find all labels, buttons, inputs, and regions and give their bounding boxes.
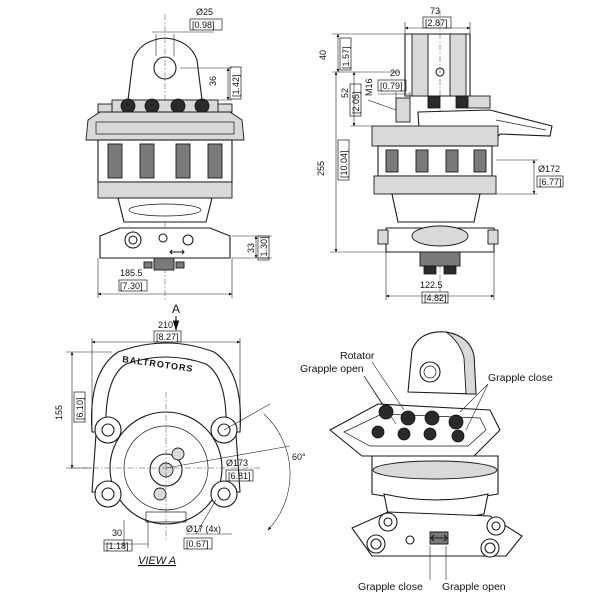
dim-h36-mm: 36 [208, 76, 218, 86]
dim-w73-in: [2.87] [425, 18, 448, 28]
iso-view: Rotator Grapple open Grapple close Grapp… [300, 331, 553, 593]
front-neck [117, 197, 213, 223]
callout-grapple-open-bottom: Grapple open [442, 581, 506, 593]
dim-w122-mm: 122.5 [420, 280, 443, 290]
dim-w185-in: [7.30] [120, 281, 143, 291]
dim-h155-mm: 155 [54, 405, 64, 420]
dim-h52-mm: 52 [340, 88, 350, 98]
dim-h40-in: [1.57] [341, 46, 351, 69]
callout-rotator: Rotator [340, 350, 375, 362]
dim-h52-in: [2.05] [351, 91, 361, 114]
callout-grapple-close-top: Grapple close [488, 372, 553, 384]
section-marker-a: A [172, 302, 180, 316]
dim-w185-mm: 185.5 [120, 268, 143, 278]
dim-dia17-mm: Ø17 (4x) [186, 524, 221, 534]
dim-h255-in: [10.04] [339, 150, 349, 178]
dim-h33-mm: 33 [246, 243, 256, 253]
dim-dia17-in: [0.67] [186, 539, 209, 549]
dim-w30-in: [1.18] [106, 541, 129, 551]
dim-dia25-mm: Ø25 [196, 7, 213, 17]
dim-h36-in: [1.42] [231, 74, 241, 97]
callout-grapple-open-top: Grapple open [300, 363, 364, 375]
front-view: Ø25 [0.98] 36 [1.42] 33 [1.30] 185.5 [7.… [85, 7, 272, 300]
front-top-cover [85, 111, 245, 141]
dim-w73-mm: 73 [430, 6, 440, 16]
dim-h155-in: [6.10] [75, 397, 85, 420]
dim-w20-mm: 20 [390, 68, 400, 78]
view-a: A BALTROTORS 210 [8.27] [54, 302, 306, 567]
view-a-label: VIEW A [138, 555, 176, 567]
dim-w20-in: [0.79] [380, 81, 403, 91]
iso-fittings [371, 404, 465, 443]
dim-w210-in: [8.27] [156, 332, 179, 342]
dim-dia25-in: [0.98] [192, 20, 215, 30]
dim-dia172-in: [6.77] [539, 177, 562, 187]
dim-w30-mm: 30 [112, 528, 122, 538]
dim-h40-mm: 40 [318, 50, 328, 60]
dim-dia173-mm: Ø173 [226, 458, 248, 468]
dim-w122-in: [4.82] [424, 293, 447, 303]
callout-grapple-close-bottom: Grapple close [358, 581, 423, 593]
dim-dia173-in: [6.81] [228, 471, 251, 481]
side-view: 73 [2.87] 40 [1.57] 52 [2.05] M16 20 [0.… [316, 6, 564, 304]
dim-h33-in: [1.30] [259, 236, 269, 259]
dim-dia172-mm: Ø172 [538, 164, 560, 174]
front-base [99, 227, 231, 259]
dim-h255-mm: 255 [316, 161, 326, 176]
dim-angle-60: 60° [292, 452, 306, 462]
dim-w210-mm: 210 [158, 320, 173, 330]
dim-m16: M16 [364, 78, 374, 96]
